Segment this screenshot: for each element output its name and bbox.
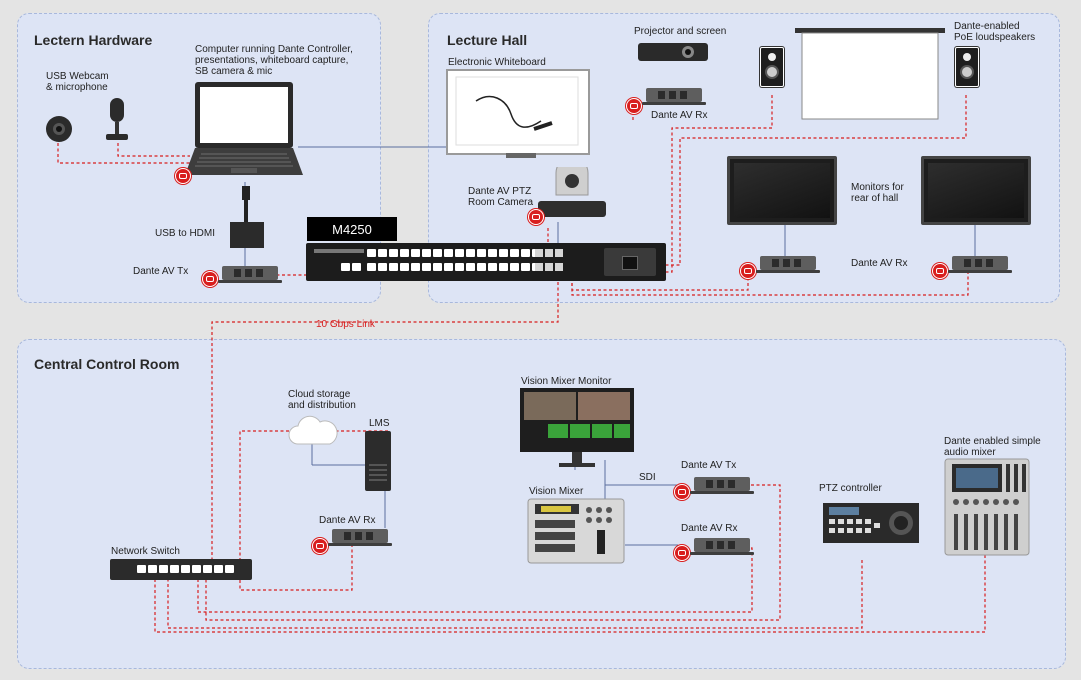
lms-label: LMS [369,418,390,429]
loudspeakers-label: Dante-enabled PoE loudspeakers [954,21,1036,43]
projector-label: Projector and screen [634,26,727,37]
dante-av-rx-box [328,529,392,546]
loudspeaker-icon [955,47,979,87]
network-switch-label: Network Switch [111,546,180,557]
dante-av-rx-box [948,256,1012,273]
vision-mixer-label: Vision Mixer [529,486,584,497]
webcam-icon [46,116,72,142]
rear-monitor-icon [727,156,837,225]
dante-av-icon [312,538,328,554]
dante-av-tx-box [690,477,754,494]
vision-mixer-icon [527,498,625,564]
zone-title: Central Control Room [34,356,180,372]
usb-webcam-label: USB Webcam & microphone [46,71,109,93]
dante-av-rx-label: Dante AV Rx [681,523,738,534]
zone-title: Lectern Hardware [34,32,153,48]
m4250-switch [306,243,666,281]
dante-av-rx-box [690,538,754,555]
monitors-label: Monitors for rear of hall [851,182,904,204]
m4250-label: M4250 [307,217,397,241]
dante-av-icon [740,263,756,279]
dante-av-rx-box [642,88,706,105]
dante-av-icon [626,98,642,114]
dante-av-rx-label: Dante AV Rx [319,515,376,526]
ptz-controller-icon [823,503,919,543]
network-switch-icon [110,559,252,580]
laptop-icon [185,82,303,175]
dante-av-icon [528,209,544,225]
zone-title: Lecture Hall [447,32,528,48]
microphone-icon [106,98,128,140]
dante-av-icon [175,168,191,184]
dante-av-icon [674,545,690,561]
dante-av-rx-label: Dante AV Rx [651,110,708,121]
dante-av-tx-label: Dante AV Tx [681,460,737,471]
dante-av-icon [674,484,690,500]
cloud-icon [288,415,338,445]
projector-icon [638,43,708,61]
whiteboard-icon [446,69,590,158]
dante-av-tx-label: Dante AV Tx [133,266,189,277]
ptz-camera-icon [538,167,606,217]
usb-hdmi-label: USB to HDMI [155,228,216,239]
dante-av-icon [202,271,218,287]
usb-hdmi-adapter-icon [230,186,264,248]
vision-mixer-monitor-label: Vision Mixer Monitor [521,376,612,387]
audio-mixer-label: Dante enabled simple audio mixer [944,436,1041,458]
dante-av-icon [932,263,948,279]
ptz-controller-label: PTZ controller [819,483,882,494]
loudspeaker-icon [760,47,784,87]
dante-av-tx-box [218,266,282,283]
lms-server-icon [365,431,391,491]
rear-monitor-icon [921,156,1031,225]
computer-label: Computer running Dante Controller, prese… [195,44,353,77]
ptz-camera-label: Dante AV PTZ Room Camera [468,186,534,208]
link-label: 10 Gbps Link [316,319,376,330]
projection-screen-icon [795,28,945,120]
dante-av-rx-label: Dante AV Rx [851,258,908,269]
dante-av-rx-box [756,256,820,273]
sdi-label: SDI [639,472,656,483]
vision-mixer-monitor-icon [520,388,634,467]
cloud-label: Cloud storage and distribution [288,389,356,411]
whiteboard-label: Electronic Whiteboard [448,57,546,68]
audio-mixer-icon [944,458,1030,556]
